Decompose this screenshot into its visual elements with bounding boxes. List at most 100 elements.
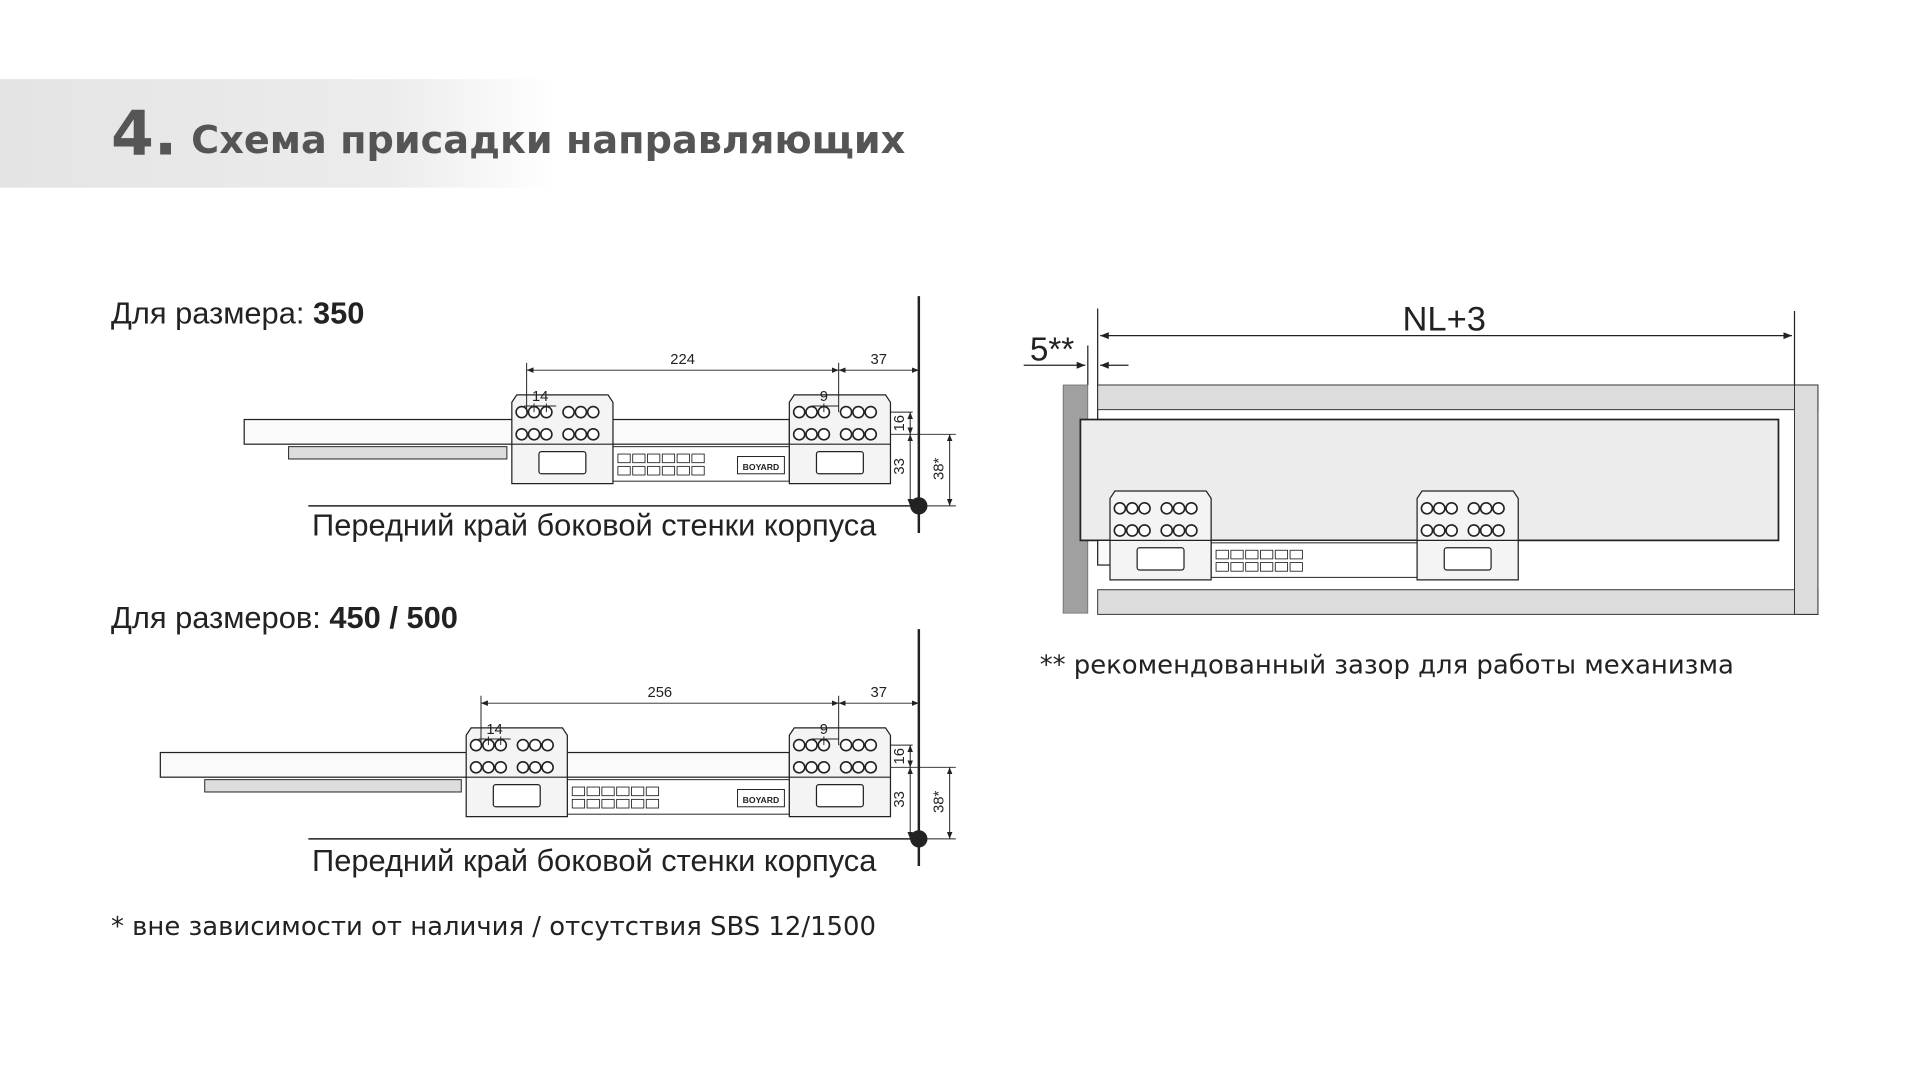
- mechanism-cell: [1245, 562, 1259, 572]
- mounting-hole: [839, 427, 853, 441]
- mechanism-cell: [1274, 549, 1289, 560]
- mechanism-cell: [676, 465, 690, 476]
- mounting-hole: [1125, 524, 1139, 537]
- footnote-sbs: * вне зависимости от наличия / отсутстви…: [111, 912, 876, 942]
- mounting-hole: [562, 405, 575, 419]
- mounting-hole: [1492, 501, 1505, 515]
- mechanism-cell: [1260, 562, 1274, 572]
- mechanism-cell: [632, 453, 646, 464]
- dim-span-label: 256: [647, 685, 672, 701]
- mechanism-cell: [1215, 549, 1229, 560]
- front-edge-label-450-500: Передний край боковой стенки корпуса: [312, 843, 877, 878]
- mounting-hole: [469, 738, 483, 752]
- mounting-hole: [792, 738, 806, 752]
- mounting-hole: [1445, 501, 1458, 515]
- mounting-hole: [792, 405, 806, 419]
- mechanism-cell: [1260, 549, 1274, 560]
- mounting-hole: [1420, 501, 1434, 515]
- mounting-hole: [792, 427, 806, 441]
- mechanism-cell: [1245, 549, 1259, 560]
- size-label-350: Для размера: 350: [111, 295, 364, 330]
- bracket-clip: [1443, 547, 1492, 571]
- slide-runner: [288, 446, 508, 460]
- page-title: Схема присадки направляющих: [191, 119, 905, 163]
- brand-logo: BOYARD: [743, 462, 780, 472]
- mechanism-cell: [586, 798, 600, 809]
- section-number: 4.: [111, 97, 177, 169]
- mounting-hole: [1445, 524, 1458, 537]
- mounting-hole: [482, 760, 495, 774]
- mechanism-cell: [617, 465, 631, 476]
- mechanism-cell: [691, 465, 705, 476]
- mounting-hole: [1467, 501, 1481, 515]
- brand-logo: BOYARD: [743, 795, 780, 805]
- mounting-hole: [1432, 524, 1446, 537]
- mechanism-cell: [661, 453, 676, 464]
- mounting-hole: [839, 738, 853, 752]
- mechanism-cell: [632, 465, 646, 476]
- section-header: 4. Схема присадки направляющих: [0, 79, 906, 188]
- mounting-hole: [1160, 501, 1174, 515]
- mechanism-cell: [631, 786, 645, 797]
- mounting-hole: [864, 760, 878, 774]
- mechanism-cell: [1215, 562, 1229, 572]
- mounting-hole: [852, 760, 865, 774]
- slide-runner: [204, 779, 462, 793]
- mounting-hole: [1160, 524, 1174, 537]
- mounting-hole: [586, 405, 600, 419]
- mounting-hole: [1479, 501, 1493, 515]
- mounting-hole: [540, 427, 553, 441]
- mounting-hole: [586, 427, 600, 441]
- mechanism-cell: [571, 798, 586, 809]
- mounting-hole: [494, 760, 508, 774]
- mechanism-cell: [1289, 549, 1303, 560]
- mechanism-cell: [571, 786, 586, 797]
- mounting-hole: [527, 427, 541, 441]
- mechanism-cell: [616, 798, 630, 809]
- dim-length-label: NL+3: [1402, 301, 1485, 339]
- mounting-hole: [864, 405, 878, 419]
- mechanism-cell: [1230, 562, 1244, 572]
- mechanism-cell: [617, 453, 631, 464]
- mechanism-cell: [691, 453, 705, 464]
- mounting-hole: [839, 760, 853, 774]
- header-band: [0, 79, 555, 188]
- mounting-hole: [1185, 501, 1198, 515]
- mounting-hole: [1138, 501, 1151, 515]
- dim-vertical-mid-label: 33: [892, 791, 908, 807]
- dim-offset-label: 9: [820, 722, 828, 738]
- mounting-hole: [1492, 524, 1505, 537]
- dim-gap-label: 5**: [1030, 331, 1074, 368]
- mounting-hole: [1420, 524, 1434, 537]
- brand-plate: [737, 456, 785, 475]
- dim-vertical-top-label: 16: [892, 415, 908, 431]
- mounting-hole: [1185, 524, 1198, 537]
- mechanism-cell: [1274, 562, 1289, 572]
- bracket-clip: [815, 450, 864, 475]
- mounting-hole: [1432, 501, 1446, 515]
- mechanism-cell: [647, 453, 661, 464]
- mounting-hole: [852, 738, 865, 752]
- mounting-hole: [574, 427, 588, 441]
- mechanism-cell: [645, 786, 660, 797]
- dim-pitch-label: 14: [532, 389, 548, 405]
- dim-vertical-mid-label: 33: [892, 458, 908, 474]
- mounting-hole: [516, 760, 530, 774]
- mounting-hole: [864, 738, 878, 752]
- mounting-hole: [805, 738, 818, 752]
- dim-front-label: 37: [871, 352, 887, 368]
- mounting-hole: [1113, 501, 1127, 515]
- mounting-hole: [516, 738, 530, 752]
- mounting-hole: [562, 427, 575, 441]
- dim-vertical-total-label: 38*: [932, 791, 948, 813]
- cabinet-diagram: NL+3 5** ** рекомендованный зазор для ра…: [1023, 301, 1819, 681]
- mechanism-cell: [661, 465, 676, 476]
- dim-vertical-top-label: 16: [892, 748, 908, 764]
- mounting-hole: [864, 427, 878, 441]
- dim-offset-label: 9: [820, 389, 828, 405]
- mechanism-cell: [676, 453, 690, 464]
- size-label-450-500: Для размеров: 450 / 500: [111, 600, 458, 635]
- mounting-hole: [792, 760, 806, 774]
- mounting-hole: [852, 405, 865, 419]
